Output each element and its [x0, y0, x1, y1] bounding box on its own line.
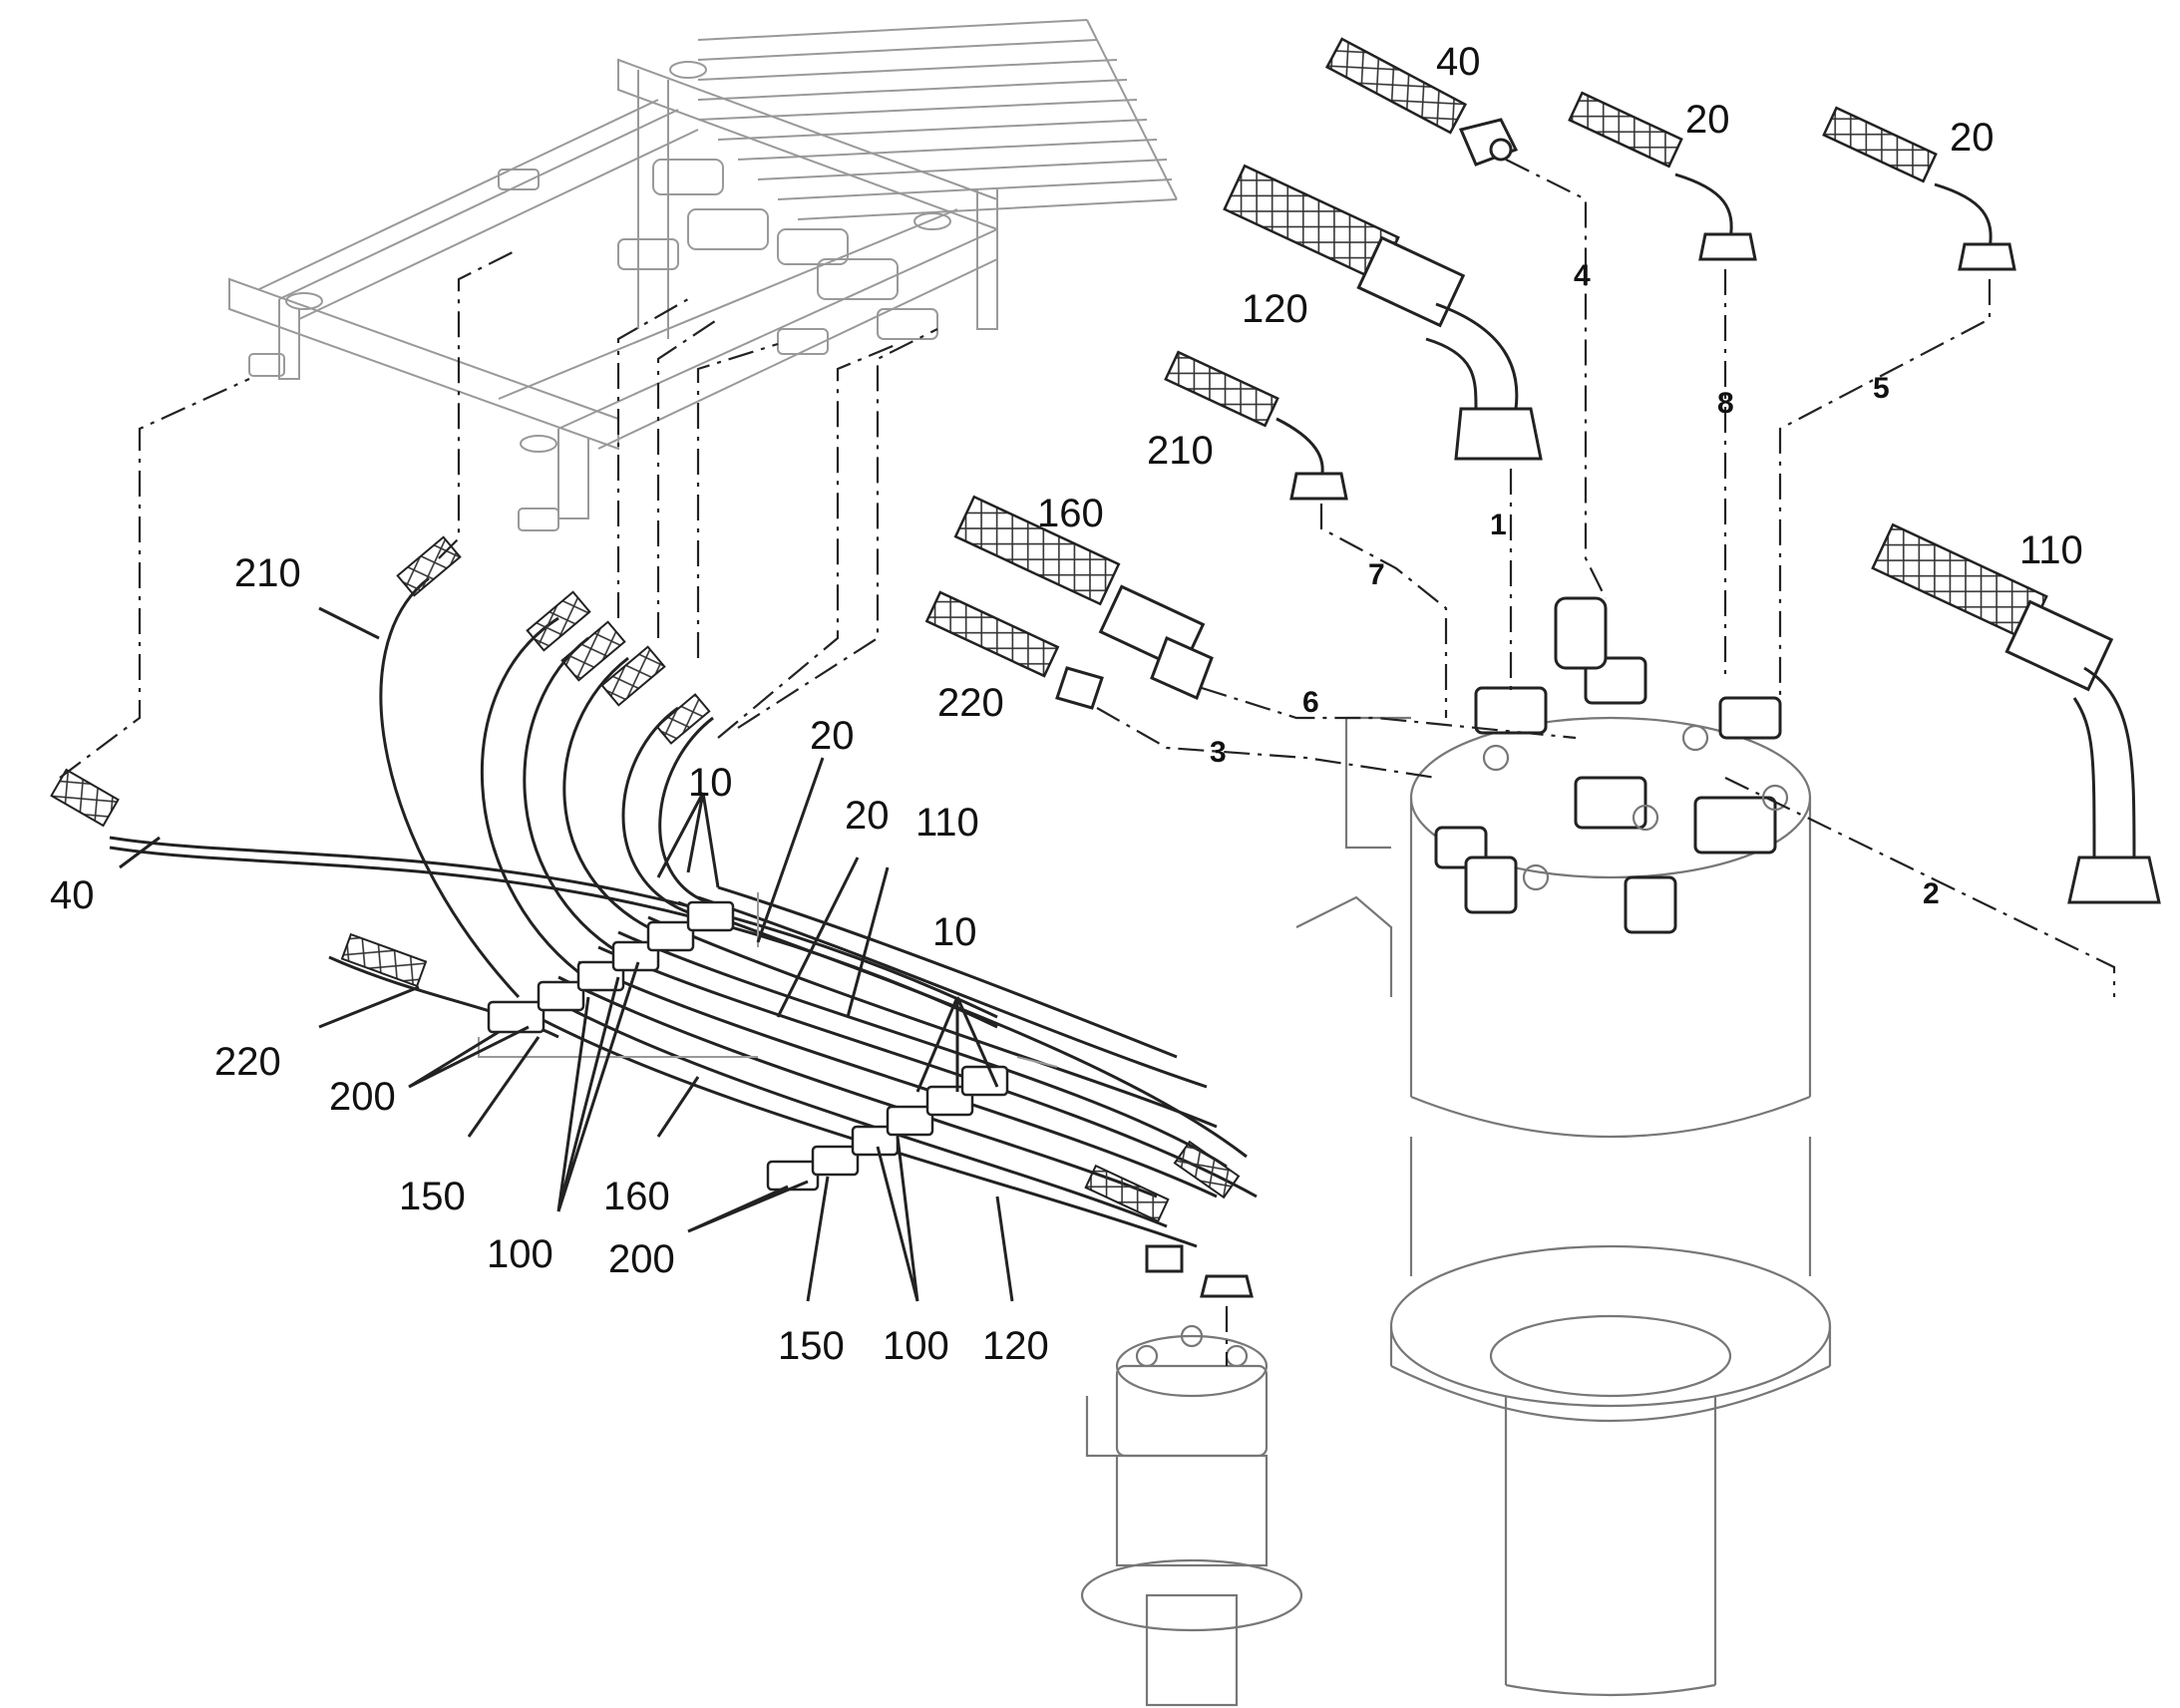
manifold-frame: [228, 19, 1178, 531]
label-hose-120-top: 120: [1242, 287, 1308, 331]
label-hose-20-top-a: 20: [1685, 98, 1730, 142]
clamp-blocks: [478, 892, 1058, 1192]
label-hose-20-mid-a: 20: [810, 714, 855, 758]
label-hose-160-top: 160: [1037, 492, 1104, 535]
label-clamp-10-a: 10: [688, 761, 733, 805]
label-hose-210-left: 210: [234, 551, 301, 595]
label-clamp-150-a: 150: [399, 1175, 466, 1218]
label-hose-20-mid-b: 20: [845, 794, 890, 838]
label-clamp-10-b: 10: [932, 910, 977, 954]
label-clamp-100-a: 100: [487, 1232, 553, 1276]
label-hose-160-mid: 160: [603, 1175, 670, 1218]
small-swivel: [1080, 1324, 1303, 1707]
label-hose-40-left: 40: [50, 873, 95, 917]
label-hose-120-mid: 120: [982, 1324, 1049, 1368]
port-label-4: 4: [1574, 259, 1591, 292]
leader-lines: [59, 159, 2116, 1366]
label-hose-110-mid: 110: [915, 801, 979, 845]
label-clamp-150-b: 150: [778, 1324, 845, 1368]
port-label-6: 6: [1302, 686, 1319, 719]
loose-hoses: [924, 37, 2161, 904]
port-label-8: 8: [1717, 387, 1734, 420]
rotary-joint: [1295, 596, 1832, 1697]
label-hose-220-top: 220: [937, 681, 1004, 725]
label-hose-110-top: 110: [2019, 528, 2083, 572]
label-clamp-100-b: 100: [883, 1324, 949, 1368]
port-label-7: 7: [1368, 558, 1385, 591]
port-label-1: 1: [1490, 509, 1507, 541]
port-label-5: 5: [1873, 372, 1890, 405]
port-label-2: 2: [1923, 877, 1940, 910]
label-leaders: [119, 606, 1014, 1302]
label-hose-220-left: 220: [214, 1040, 281, 1084]
port-label-3: 3: [1210, 736, 1227, 769]
label-hose-40-top: 40: [1436, 40, 1481, 84]
label-clamp-200-b: 200: [608, 1237, 675, 1281]
label-hose-210-top: 210: [1147, 429, 1214, 473]
label-clamp-200-a: 200: [329, 1075, 396, 1119]
label-hose-20-top-b: 20: [1950, 116, 1995, 160]
